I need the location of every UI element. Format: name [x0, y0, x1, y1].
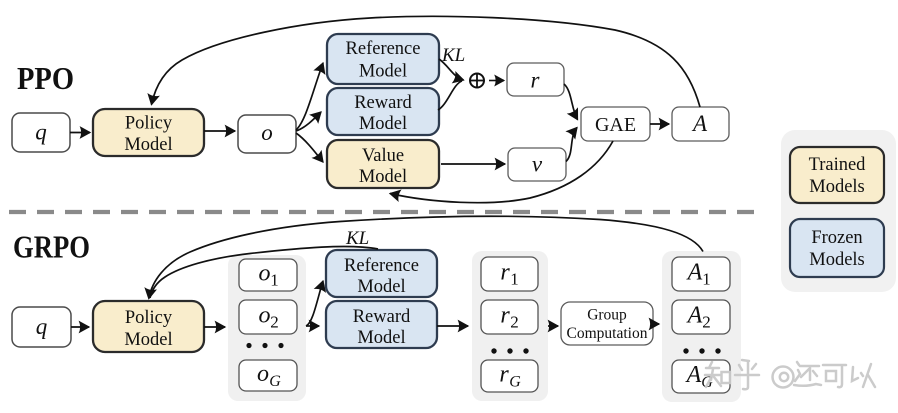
svg-text:v: v — [532, 152, 543, 177]
svg-text:2: 2 — [510, 313, 519, 332]
svg-text:Model: Model — [359, 167, 407, 187]
svg-text:Value: Value — [362, 146, 404, 166]
svg-text:1: 1 — [510, 270, 519, 289]
svg-text:Reference: Reference — [346, 39, 421, 59]
svg-text:Frozen: Frozen — [811, 228, 862, 248]
svg-text:Model: Model — [357, 277, 405, 297]
svg-text:KL: KL — [345, 228, 369, 249]
svg-text:Model: Model — [357, 328, 405, 348]
svg-text:o: o — [259, 261, 271, 287]
svg-text:G: G — [509, 374, 521, 391]
svg-text:q: q — [36, 314, 48, 339]
svg-text:Model: Model — [359, 114, 407, 134]
svg-text:Models: Models — [809, 250, 865, 270]
svg-text:o: o — [257, 361, 269, 387]
svg-text:Group: Group — [587, 307, 627, 324]
svg-text:KL: KL — [441, 45, 465, 66]
svg-text:A: A — [685, 362, 702, 388]
svg-text:A: A — [686, 303, 703, 329]
svg-text:1: 1 — [702, 270, 711, 289]
svg-text:r: r — [500, 260, 510, 286]
svg-text:o: o — [261, 120, 273, 145]
svg-text:PPO: PPO — [17, 60, 74, 96]
svg-text:GAE: GAE — [595, 114, 636, 136]
svg-text:r: r — [500, 303, 510, 329]
svg-text:2: 2 — [702, 313, 711, 332]
svg-text:1: 1 — [270, 271, 279, 290]
svg-text:Computation: Computation — [567, 325, 648, 342]
svg-text:Policy: Policy — [125, 308, 173, 328]
svg-text:A: A — [691, 111, 708, 136]
svg-text:Reward: Reward — [354, 93, 412, 113]
svg-text:G: G — [269, 373, 281, 390]
svg-text:Reward: Reward — [353, 307, 411, 327]
svg-text:Reference: Reference — [344, 256, 419, 276]
svg-text:Trained: Trained — [809, 155, 867, 175]
svg-text:Model: Model — [359, 62, 407, 82]
svg-text:r: r — [499, 362, 509, 388]
svg-text:q: q — [35, 120, 47, 145]
svg-text:Models: Models — [809, 177, 865, 197]
svg-text:o: o — [259, 303, 271, 329]
svg-text:GRPO: GRPO — [13, 229, 90, 265]
svg-text:Policy: Policy — [125, 114, 173, 134]
svg-text:A: A — [686, 260, 703, 286]
svg-text:Model: Model — [124, 330, 172, 350]
svg-text:r: r — [531, 68, 541, 93]
svg-text:2: 2 — [270, 313, 279, 332]
svg-text:Model: Model — [124, 135, 172, 155]
